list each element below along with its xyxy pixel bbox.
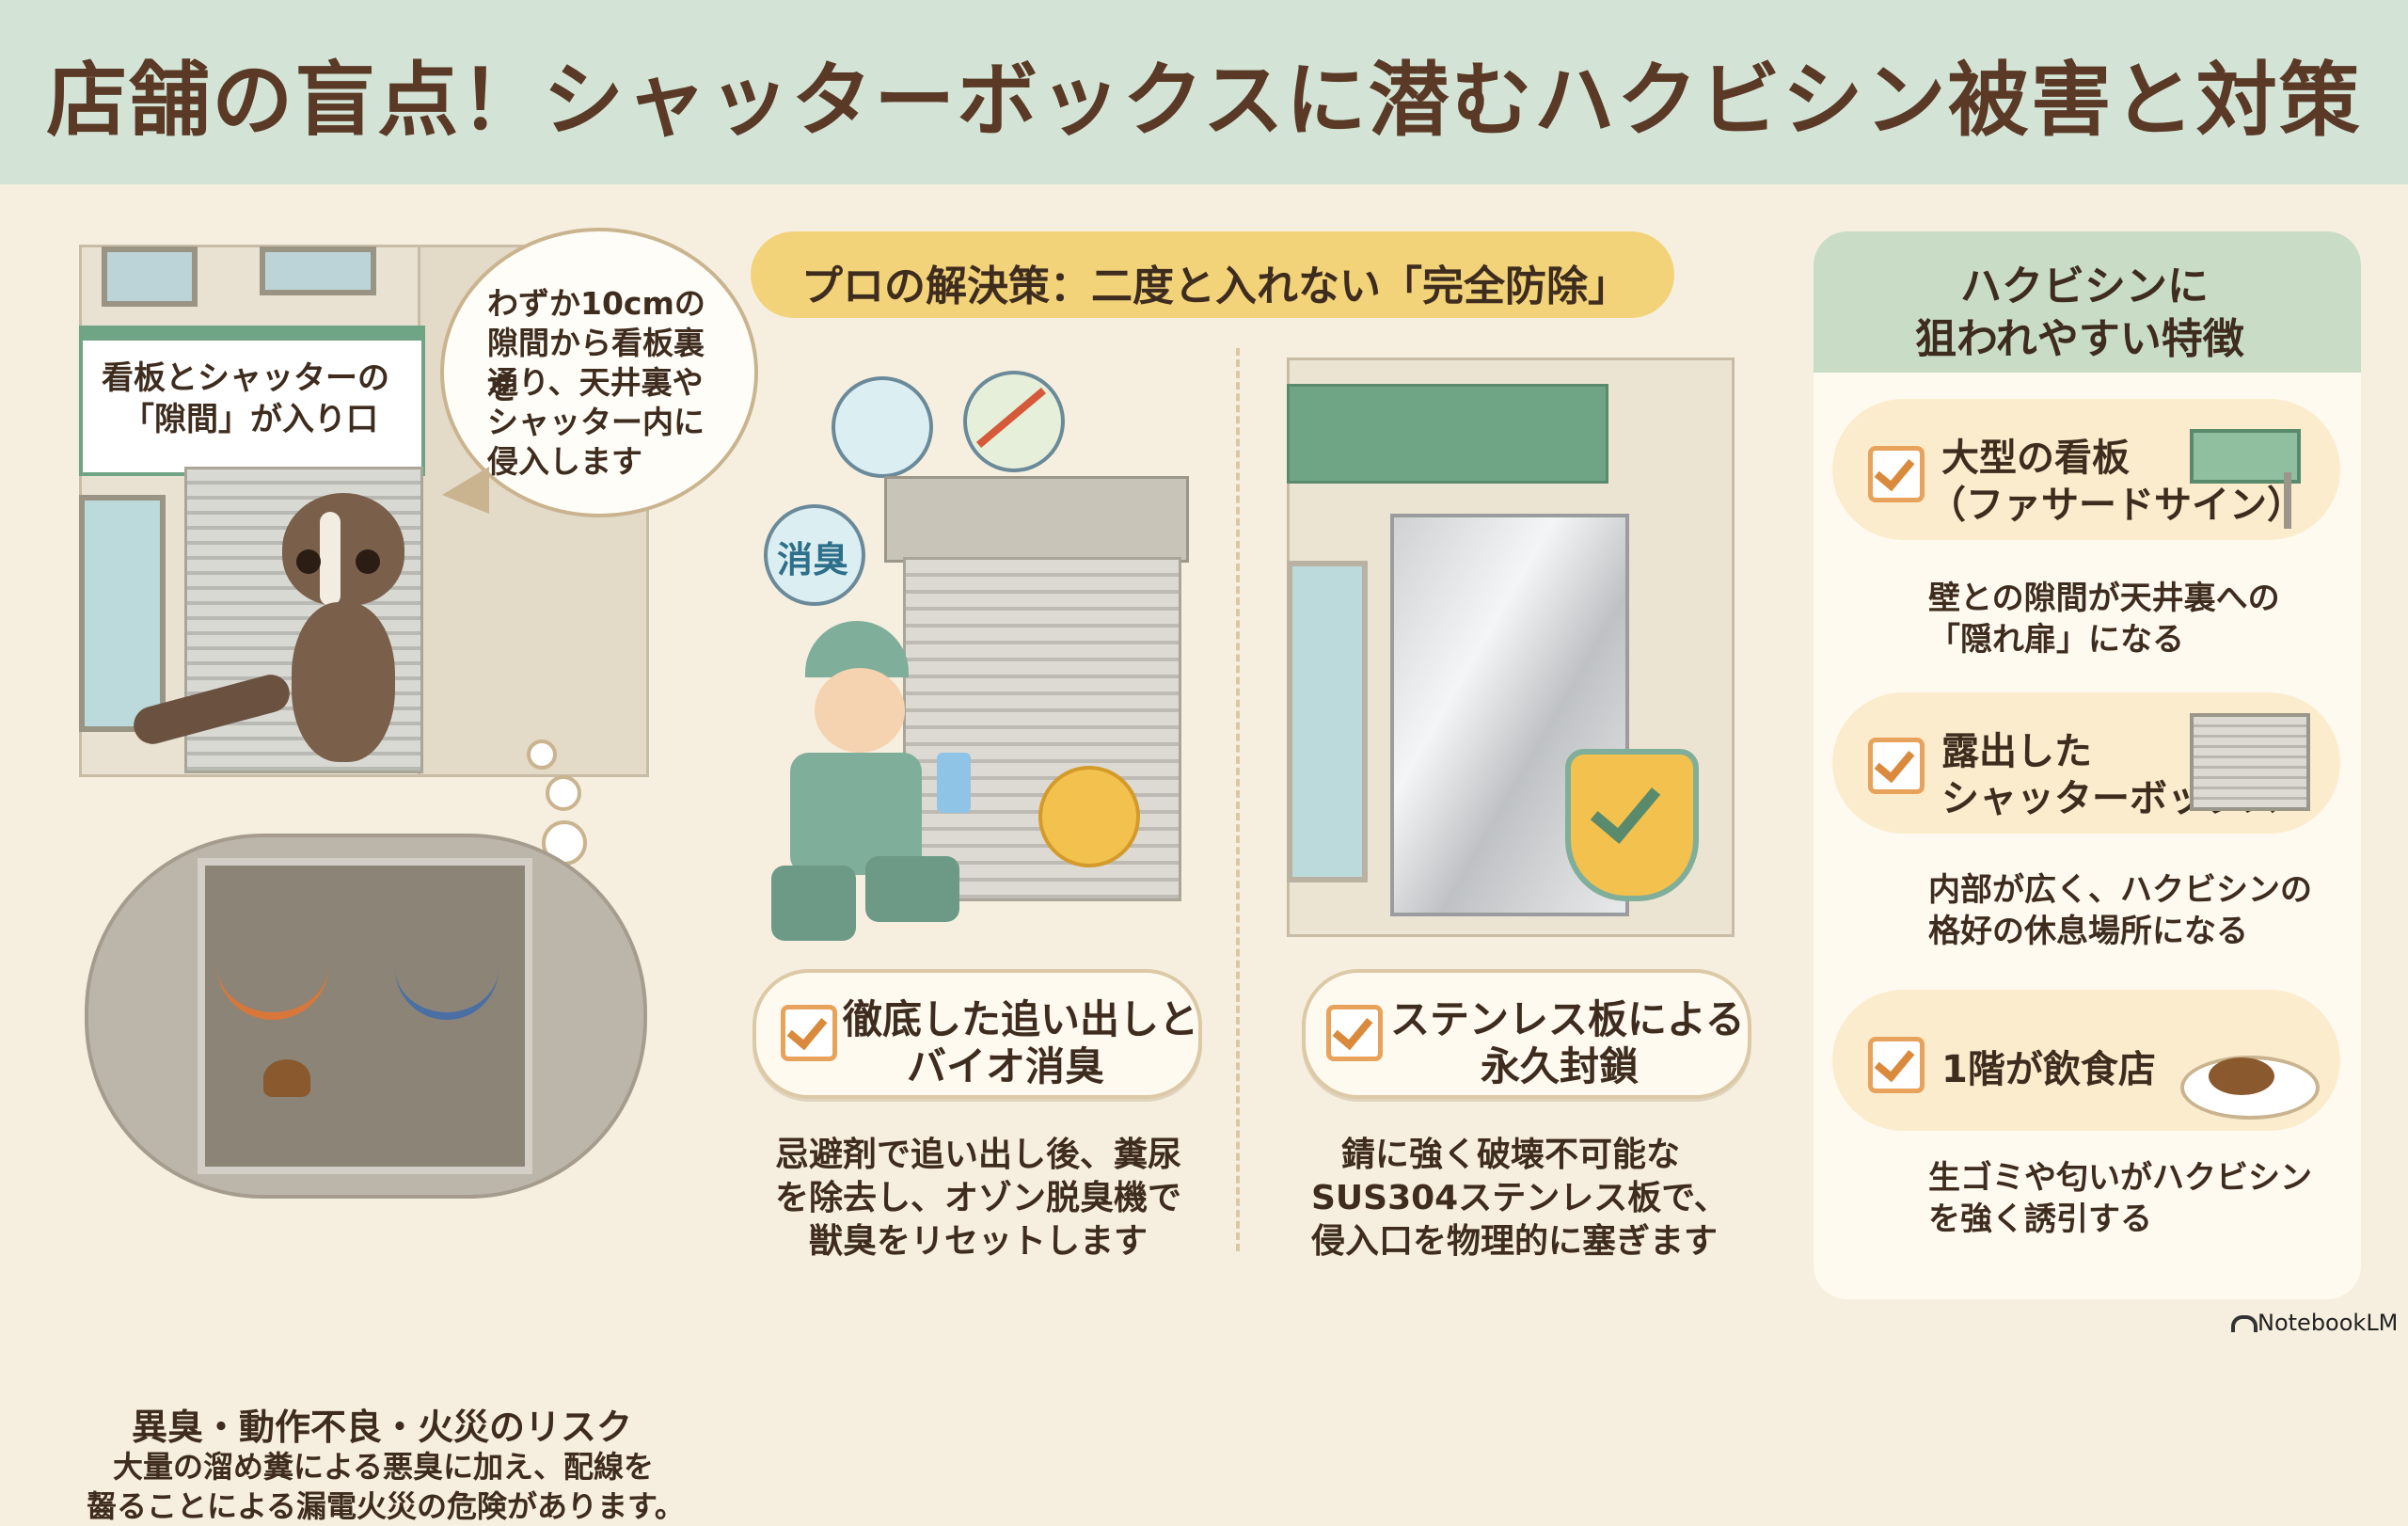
wire-blue (395, 956, 499, 1020)
speech-line3: 通り、天井裏や (487, 364, 704, 401)
wind-icon (832, 376, 933, 478)
risk-title: 異臭・動作不良・火災のリスク (132, 1407, 633, 1448)
speech-line1: わずか10cmの (487, 285, 705, 322)
feature1-title-line2: （ファサードサイン） (1928, 484, 2305, 527)
green-sign-band (1287, 384, 1608, 484)
features-card-header (1814, 231, 2361, 373)
solution1-title-line1: 徹底した追い出しと (843, 996, 1199, 1042)
feature2-desc-line2: 格好の休息場所になる (1928, 913, 2248, 950)
billboard-post (2284, 472, 2291, 529)
feature3-title-line1: 1階が飲食店 (1941, 1048, 2156, 1091)
solution2-illustration (1287, 358, 1738, 941)
shield-check-icon (1565, 749, 1699, 901)
droppings-icon (263, 1059, 310, 1097)
glass-door (79, 495, 166, 732)
column-divider (1236, 348, 1240, 1251)
solution2-title-line2: 永久封鎖 (1481, 1043, 1640, 1089)
solution2-check-icon (1326, 1005, 1383, 1061)
feature1-title-line1: 大型の看板 (1941, 437, 2130, 480)
feature3-desc-line2: を強く誘引する (1928, 1200, 2152, 1238)
solution1-desc-line2: を除去し、オゾン脱臭機で (775, 1179, 1182, 1217)
no-germ-icon (963, 371, 1065, 472)
sign-text-line2: 「隙間」が入り口 (122, 401, 378, 438)
solution2-desc-line1: 錆に強く破壊不可能な (1341, 1136, 1681, 1174)
dirty-shutter (903, 557, 1181, 901)
risk-desc-line1: 大量の溜め糞による悪臭に加え、配線を (113, 1449, 655, 1485)
risk-desc-line2: 齧ることによる漏電火災の危険があります。 (87, 1488, 685, 1524)
feature2-check-icon (1868, 738, 1925, 794)
features-card: ハクビシンに 狙われやすい特徴 大型の看板 （ファサードサイン） 壁との隙間が天… (1814, 231, 2361, 1299)
solution1-desc-line3: 獣臭をリセットします (809, 1222, 1149, 1261)
footer-brand: NotebookLM (2258, 1310, 2399, 1336)
worker-character (762, 621, 988, 941)
spray-bottle (937, 753, 971, 813)
upper-window (260, 246, 376, 295)
feature3-check-icon (1868, 1037, 1925, 1093)
page-title: 店舗の盲点！シャッターボックスに潜むハクビシン被害と対策 (46, 53, 2362, 148)
solution1-desc-line1: 忌避剤で追い出し後、糞尿 (775, 1136, 1182, 1174)
upper-window (102, 246, 198, 307)
biohazard-icon (1038, 766, 1140, 867)
speech-bubble-tail (442, 467, 489, 514)
speech-bubble (440, 228, 758, 517)
shutter-box (884, 476, 1189, 563)
feature3-desc-line1: 生ゴミや匂いがハクビシン (1928, 1159, 2312, 1197)
shutter-box-icon (2190, 713, 2310, 811)
deodor-bubble (764, 504, 865, 606)
feature1-check-icon (1868, 446, 1925, 502)
feature1-desc-line1: 壁との隙間が天井裏への (1928, 580, 2280, 617)
speech-line4: シャッター内に (487, 404, 705, 440)
shutter-interior (198, 858, 532, 1174)
solution-banner (751, 231, 1674, 318)
solution1-title-line2: バイオ消臭 (907, 1043, 1105, 1089)
glass-window (1287, 561, 1368, 882)
sign-text-line1: 看板とシャッターの (102, 359, 389, 397)
feature1-desc-line2: 「隠れ扉」になる (1928, 621, 2184, 659)
speech-line5: 侵入します (487, 443, 642, 480)
feature2-title-line1: 露出した (1941, 730, 2092, 773)
solution1-check-icon (781, 1005, 837, 1061)
solution2-desc-line2: SUS304ステンレス板で、 (1311, 1179, 1728, 1217)
features-heading-line1: ハクビシンに (1960, 262, 2209, 310)
wire-orange (216, 956, 329, 1020)
feature2-desc-line1: 内部が広く、ハクビシンの (1928, 871, 2312, 909)
notebooklm-logo-icon (2231, 1315, 2258, 1332)
header-bar: 店舗の盲点！シャッターボックスに潜むハクビシン被害と対策 (0, 0, 2408, 184)
left-illustration: 看板とシャッターの 「隙間」が入り口 わずか10cmの 隙間から看板裏を 通り、… (0, 184, 758, 1524)
deodor-label: 消臭 (777, 539, 849, 580)
solution1-illustration: 消臭 (752, 358, 1223, 950)
thought-dot (527, 739, 557, 770)
food-steak-icon (2209, 1057, 2274, 1095)
solution-banner-text: プロの解決策：二度と入れない「完全防除」 (801, 262, 1629, 310)
billboard-icon (2190, 429, 2301, 484)
speech-line2: 隙間から看板裏を (487, 325, 705, 406)
solution2-desc-line3: 侵入口を物理的に塞ぎます (1311, 1222, 1719, 1261)
thought-dot (546, 775, 581, 811)
thought-dot (542, 820, 587, 866)
features-heading-line2: 狙われやすい特徴 (1915, 315, 2244, 363)
civet-character (129, 493, 414, 775)
solution2-title-line1: ステンレス板による (1390, 996, 1745, 1042)
